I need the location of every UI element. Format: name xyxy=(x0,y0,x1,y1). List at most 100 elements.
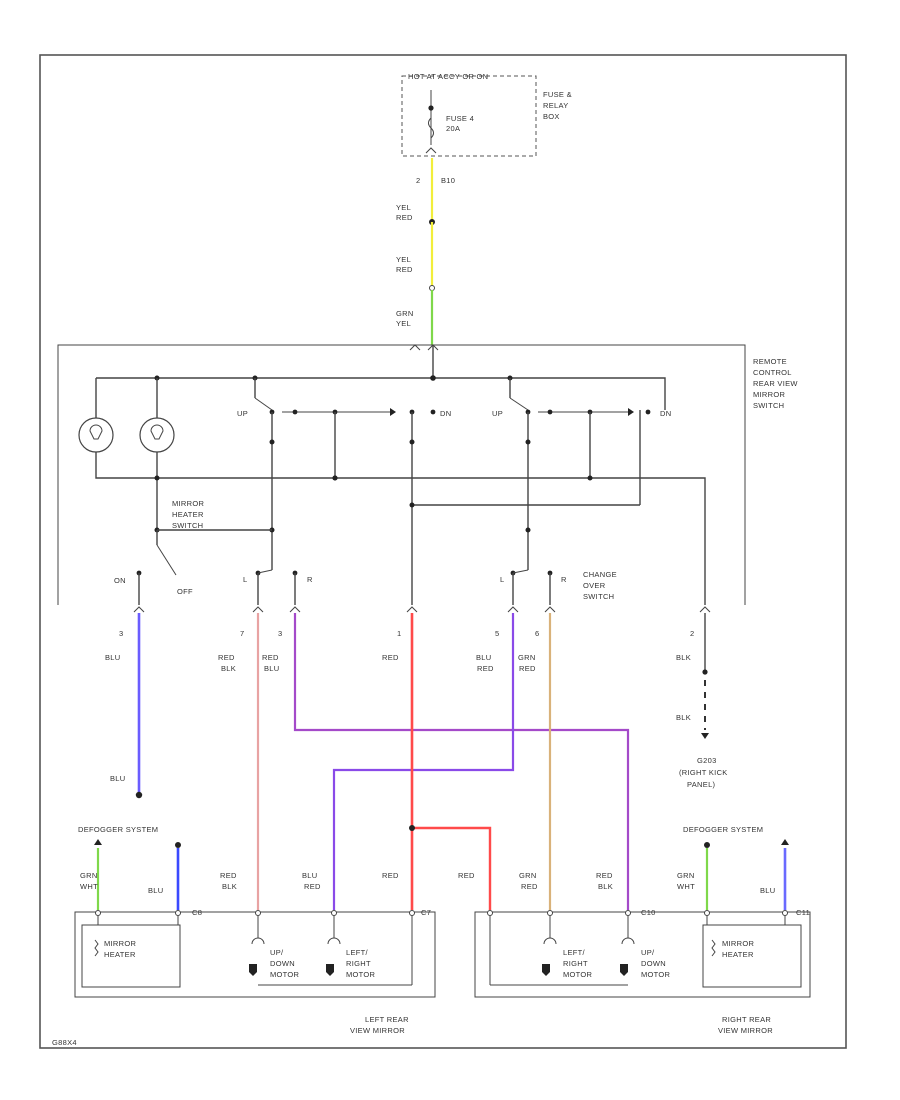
left-mirror-title-1: LEFT REAR xyxy=(365,1015,409,1024)
fuse-box-label-1: FUSE & xyxy=(543,90,572,99)
right-rear-view-mirror: DEFOGGER SYSTEM RED GRN RED RED BLK GRN … xyxy=(458,825,811,1035)
wire-code: RED xyxy=(458,871,475,880)
right-motor1-label-1: LEFT/ xyxy=(563,948,586,957)
wire-code: RED xyxy=(382,653,399,662)
pin-number: 5 xyxy=(495,629,499,638)
footer-code: G88X4 xyxy=(52,1038,77,1047)
diagram-frame xyxy=(39,54,847,1049)
switch-wire-codes: BLU RED BLK RED BLU RED BLU RED GRN RED … xyxy=(105,653,691,673)
wire-code: BLK xyxy=(221,664,236,673)
wire-code: GRN xyxy=(396,309,414,318)
fuse-label-2: 20A xyxy=(446,124,460,133)
right-motor2-label-2: DOWN xyxy=(641,959,666,968)
left-heater-label-1: MIRROR xyxy=(104,939,136,948)
wire-code: RED xyxy=(477,664,494,673)
right-mirror-title-1: RIGHT REAR xyxy=(722,1015,771,1024)
pin-number: 6 xyxy=(535,629,539,638)
left-connector-id-2: C7 xyxy=(421,908,431,917)
motor-icon xyxy=(620,964,628,976)
pin-number: 3 xyxy=(119,629,123,638)
motor-icon xyxy=(542,964,550,976)
pin-number: 1 xyxy=(397,629,401,638)
supply-wire: YEL RED YEL RED GRN YEL xyxy=(396,158,435,345)
pin-number: 3 xyxy=(278,629,282,638)
wire-code: YEL xyxy=(396,203,411,212)
contact-label-right-r: R xyxy=(561,575,567,584)
right-motor1-label-3: MOTOR xyxy=(563,970,593,979)
pin-number: 2 xyxy=(690,629,694,638)
wire-code: RED xyxy=(596,871,613,880)
fuse-label-1: FUSE 4 xyxy=(446,114,474,123)
fuse-pin-id: B10 xyxy=(441,176,455,185)
right-heater-label-1: MIRROR xyxy=(722,939,754,948)
left-heater-label-2: HEATER xyxy=(104,950,136,959)
left-defogger-label: DEFOGGER SYSTEM xyxy=(78,825,158,834)
wire-code: BLU xyxy=(148,886,164,895)
pin-number: 7 xyxy=(240,629,244,638)
wire-code: RED xyxy=(262,653,279,662)
indicator-lamp-icon xyxy=(78,417,114,453)
remote-control-mirror-switch: REMOTE CONTROL REAR VIEW MIRROR SWITCH U… xyxy=(57,344,798,605)
wire-code: GRN xyxy=(518,653,536,662)
wire-code: RED xyxy=(218,653,235,662)
right-motor1-label-2: RIGHT xyxy=(563,959,588,968)
blu-end-label: BLU xyxy=(110,774,126,783)
ground-wire-code: BLK xyxy=(676,713,691,722)
wire-code: WHT xyxy=(677,882,695,891)
right-motor2-label-3: MOTOR xyxy=(641,970,671,979)
left-connector-id-1: C8 xyxy=(192,908,202,917)
motor-icon xyxy=(249,964,257,976)
wire-code: BLK xyxy=(222,882,237,891)
switch-label-4: MIRROR xyxy=(753,390,785,399)
left-motor2-label-3: MOTOR xyxy=(346,970,376,979)
contact-label-left-r: R xyxy=(307,575,313,584)
left-motor1-label-1: UP/ xyxy=(270,948,284,957)
motor-icon xyxy=(326,964,334,976)
dir-label-up-right: UP xyxy=(492,409,503,418)
wire-code: RED xyxy=(396,213,413,222)
fuse-box-label-2: RELAY xyxy=(543,101,569,110)
wire-code: GRN xyxy=(519,871,537,880)
left-motor1-label-2: DOWN xyxy=(270,959,295,968)
wire-code: BLU xyxy=(264,664,280,673)
hot-at-label: HOT AT ACCY OR ON xyxy=(408,72,488,81)
right-heater-label-2: HEATER xyxy=(722,950,754,959)
wire-code: WHT xyxy=(80,882,98,891)
ground-label-3: PANEL) xyxy=(687,780,716,789)
left-motor2-label-2: RIGHT xyxy=(346,959,371,968)
switch-label-3: REAR VIEW xyxy=(753,379,798,388)
dir-label-dn-right: DN xyxy=(660,409,671,418)
contact-label-right-l: L xyxy=(500,575,504,584)
harness-wires: BLU BLK G203 (RIGHT KICK PANEL) xyxy=(110,613,727,910)
heater-off-label: OFF xyxy=(177,587,193,596)
wire-code: BLK xyxy=(676,653,691,662)
wire-code: GRN xyxy=(677,871,695,880)
change-over-label-1: CHANGE xyxy=(583,570,617,579)
wire-code: RED xyxy=(220,871,237,880)
wire-code: RED xyxy=(382,871,399,880)
wire-code: YEL xyxy=(396,319,411,328)
left-motor2-label-1: LEFT/ xyxy=(346,948,369,957)
left-motor1-label-3: MOTOR xyxy=(270,970,300,979)
wire-code: RED xyxy=(519,664,536,673)
wire-code: GRN xyxy=(80,871,98,880)
wire-code: RED xyxy=(396,265,413,274)
heater-element-icon xyxy=(711,939,716,957)
change-over-label-3: SWITCH xyxy=(583,592,614,601)
dir-label-up-left: UP xyxy=(237,409,248,418)
ground-label-1: G203 xyxy=(697,756,717,765)
wire-code: BLU xyxy=(476,653,492,662)
fuse-icon xyxy=(428,117,434,139)
fuse-pin-number: 2 xyxy=(416,176,420,185)
switch-label-2: CONTROL xyxy=(753,368,792,377)
left-mirror-title-2: VIEW MIRROR xyxy=(350,1026,405,1035)
right-connector-id-2: C11 xyxy=(796,908,810,917)
fuse-box-label-3: BOX xyxy=(543,112,560,121)
fuse-relay-box: HOT AT ACCY OR ON FUSE & RELAY BOX FUSE … xyxy=(401,72,572,185)
wire-code: RED xyxy=(304,882,321,891)
wire-code: YEL xyxy=(396,255,411,264)
wire-code: BLU xyxy=(302,871,318,880)
wire-code: BLK xyxy=(598,882,613,891)
heater-switch-label-3: SWITCH xyxy=(172,521,203,530)
